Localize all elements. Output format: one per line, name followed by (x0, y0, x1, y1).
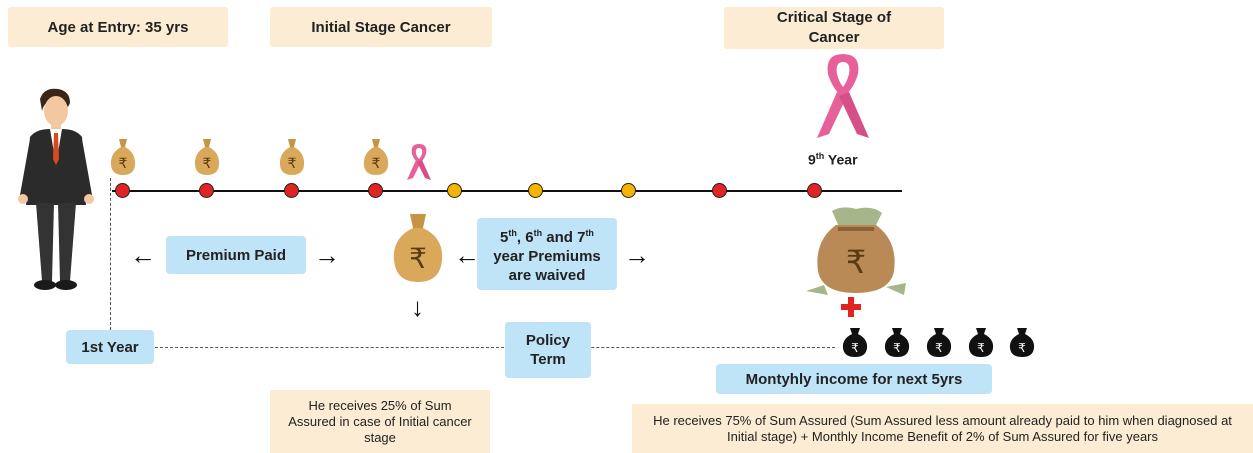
first-year-marker-line (110, 178, 111, 330)
left-arrow-icon: ← (130, 240, 156, 270)
rupee-money-bag-icon: ₹ (194, 139, 220, 175)
waived-premiums-label: 5th, 6th and 7th year Premiums are waive… (477, 218, 617, 290)
red-plus-icon (841, 297, 861, 317)
black-money-bag-icon: ₹ (926, 328, 952, 357)
timeline-dot-year-5 (447, 183, 462, 198)
pink-ribbon-icon (817, 54, 869, 138)
svg-text:₹: ₹ (893, 341, 901, 355)
timeline-axis (112, 190, 902, 192)
critical-benefit-note: He receives 75% of Sum Assured (Sum Assu… (632, 404, 1253, 453)
policy-term-label: Policy Term (505, 322, 591, 378)
timeline-dot-year-3 (284, 183, 299, 198)
right-arrow-icon: → (624, 240, 650, 270)
cash-sack-icon: ₹ (806, 207, 906, 295)
svg-text:₹: ₹ (935, 341, 943, 355)
rupee-money-bag-icon: ₹ (279, 139, 305, 175)
svg-text:₹: ₹ (372, 156, 381, 172)
pink-ribbon-icon (407, 144, 431, 180)
black-money-bag-icon: ₹ (968, 328, 994, 357)
svg-text:₹: ₹ (851, 341, 859, 355)
black-money-bag-icon: ₹ (884, 328, 910, 357)
critical-stage-label: Critical Stage of Cancer (724, 7, 944, 49)
svg-text:₹: ₹ (119, 156, 128, 172)
timeline-dot-year-9 (807, 183, 822, 198)
rupee-money-bag-icon: ₹ (110, 139, 136, 175)
timeline-dot-year-1 (115, 183, 130, 198)
rupee-money-bag-icon: ₹ (393, 214, 443, 282)
timeline-dot-year-7 (621, 183, 636, 198)
black-money-bag-icon: ₹ (1009, 328, 1035, 357)
ninth-year-label: 9th Year (808, 151, 858, 168)
timeline-dot-year-2 (199, 183, 214, 198)
policy-term-line (155, 347, 835, 348)
premium-paid-label: Premium Paid (166, 236, 306, 274)
monthly-income-label: Montyhly income for next 5yrs (716, 364, 992, 394)
timeline-dot-year-6 (528, 183, 543, 198)
left-arrow-icon: ← (454, 240, 480, 270)
black-money-bag-icon: ₹ (842, 328, 868, 357)
svg-text:₹: ₹ (409, 242, 427, 275)
businessman-icon (18, 88, 94, 290)
initial-stage-label: Initial Stage Cancer (270, 7, 492, 47)
timeline-dot-year-4 (368, 183, 383, 198)
rupee-money-bag-icon: ₹ (363, 139, 389, 175)
svg-text:₹: ₹ (203, 156, 212, 172)
right-arrow-icon: → (314, 240, 340, 270)
age-at-entry-label: Age at Entry: 35 yrs (8, 7, 228, 47)
initial-benefit-note: He receives 25% of Sum Assured in case o… (270, 390, 490, 453)
first-year-label: 1st Year (66, 330, 154, 364)
svg-text:₹: ₹ (846, 243, 866, 281)
timeline-dot-year-8 (712, 183, 727, 198)
svg-text:₹: ₹ (977, 341, 985, 355)
down-arrow-icon: ↓ (411, 292, 424, 322)
svg-text:₹: ₹ (1018, 341, 1026, 355)
svg-text:₹: ₹ (288, 156, 297, 172)
